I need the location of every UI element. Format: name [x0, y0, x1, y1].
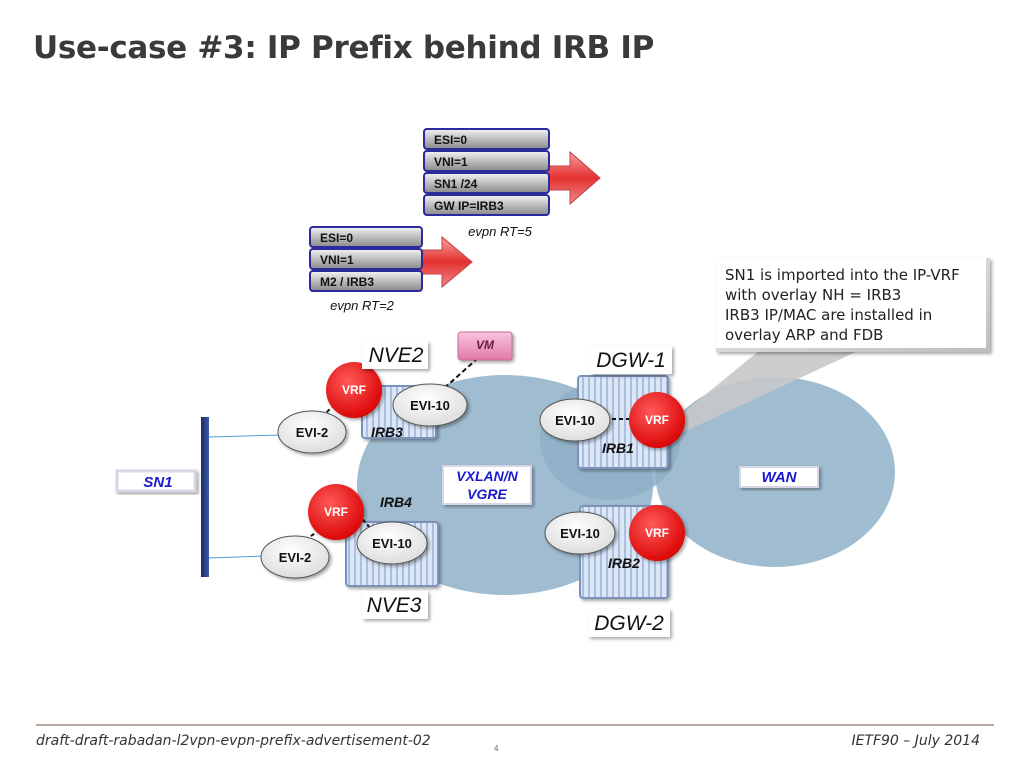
- vxlan-label-line1: VXLAN/N: [456, 468, 518, 484]
- nve3-evi2: [260, 535, 330, 579]
- callout-line: overlay ARP and FDB: [725, 326, 884, 344]
- dgw1-label: DGW-1: [596, 349, 666, 372]
- nve3-evi10-label: EVI-10: [372, 536, 412, 551]
- nve2-vrf-label: VRF: [342, 383, 366, 397]
- dgw2-vrf: [629, 505, 685, 561]
- sn1-label: SN1: [143, 474, 172, 491]
- dgw1-evi10: [539, 398, 611, 442]
- nve3-evi10: [356, 521, 428, 565]
- rt2-field-2: M2 / IRB3: [320, 275, 374, 289]
- nve3-label: NVE3: [367, 594, 422, 617]
- nve2-vrf: [326, 362, 382, 418]
- dgw2-label: DGW-2: [594, 612, 664, 635]
- wan-label: WAN: [762, 469, 798, 486]
- rt5-field-0: ESI=0: [434, 133, 467, 147]
- irb2-label: IRB2: [608, 555, 640, 571]
- vm-label: VM: [476, 338, 495, 352]
- wan-label-box: [739, 466, 819, 488]
- rt2-field-1: VNI=1: [320, 253, 354, 267]
- nve2-label: NVE2: [369, 344, 424, 367]
- rt5-field-3: GW IP=IRB3: [434, 199, 504, 213]
- sn1-link-nve2: [208, 434, 283, 438]
- nve3-evi2-label: EVI-2: [279, 550, 312, 565]
- vxlan-label-box: [442, 465, 532, 505]
- route-rt5-arrow: [547, 150, 601, 206]
- rt5-field-2: SN1 /24: [434, 177, 478, 191]
- irb1-label: IRB1: [602, 440, 634, 456]
- vm-box: [457, 331, 513, 361]
- dgw1-vrf: [629, 392, 685, 448]
- sn1-label-box: [115, 469, 197, 493]
- callout-line: IRB3 IP/MAC are installed in: [725, 306, 933, 324]
- callout-pointer: [628, 350, 860, 458]
- callout-text: SN1 is imported into the IP-VRF with ove…: [725, 265, 987, 345]
- dgw2-evi10-label: EVI-10: [560, 526, 600, 541]
- dgw1-vrf-label: VRF: [645, 413, 669, 427]
- slide-title: Use-case #3: IP Prefix behind IRB IP: [33, 30, 655, 66]
- route-rt2-arrow: [419, 235, 473, 289]
- route-rt5: ESI=0 VNI=1 SN1 /24 GW IP=IRB3 evpn RT=5: [423, 128, 601, 239]
- footer-event: IETF90 – July 2014: [851, 733, 980, 749]
- footer-draft-name: draft-draft-rabadan-l2vpn-evpn-prefix-ad…: [36, 733, 431, 749]
- dgw2-evi10: [544, 511, 616, 555]
- nve3-vrf-label: VRF: [324, 505, 348, 519]
- dgw2-vrf-label: VRF: [645, 526, 669, 540]
- irb4-label: IRB4: [380, 494, 412, 510]
- callout-line: SN1 is imported into the IP-VRF: [725, 266, 960, 284]
- nve3-vrf: [308, 484, 364, 540]
- rt2-field-0: ESI=0: [320, 231, 353, 245]
- rt2-caption: evpn RT=2: [330, 298, 394, 313]
- nve2-evi2-label: EVI-2: [296, 425, 329, 440]
- vxlan-label-line2: VGRE: [467, 486, 507, 502]
- callout-line: with overlay NH = IRB3: [725, 286, 902, 304]
- footer-divider: [36, 724, 994, 726]
- rt5-field-1: VNI=1: [434, 155, 468, 169]
- nve2-evi10: [392, 383, 468, 427]
- nve2-evi2: [277, 410, 347, 454]
- sn1-segment-bar: [201, 417, 209, 577]
- irb3-label: IRB3: [371, 424, 403, 440]
- page-number: 4: [494, 744, 499, 753]
- dgw1-evi10-label: EVI-10: [555, 413, 595, 428]
- sn1-link-nve3: [208, 555, 265, 559]
- rt5-caption: evpn RT=5: [468, 224, 532, 239]
- nve2-evi10-label: EVI-10: [410, 398, 450, 413]
- route-rt2: ESI=0 VNI=1 M2 / IRB3 evpn RT=2: [309, 226, 473, 313]
